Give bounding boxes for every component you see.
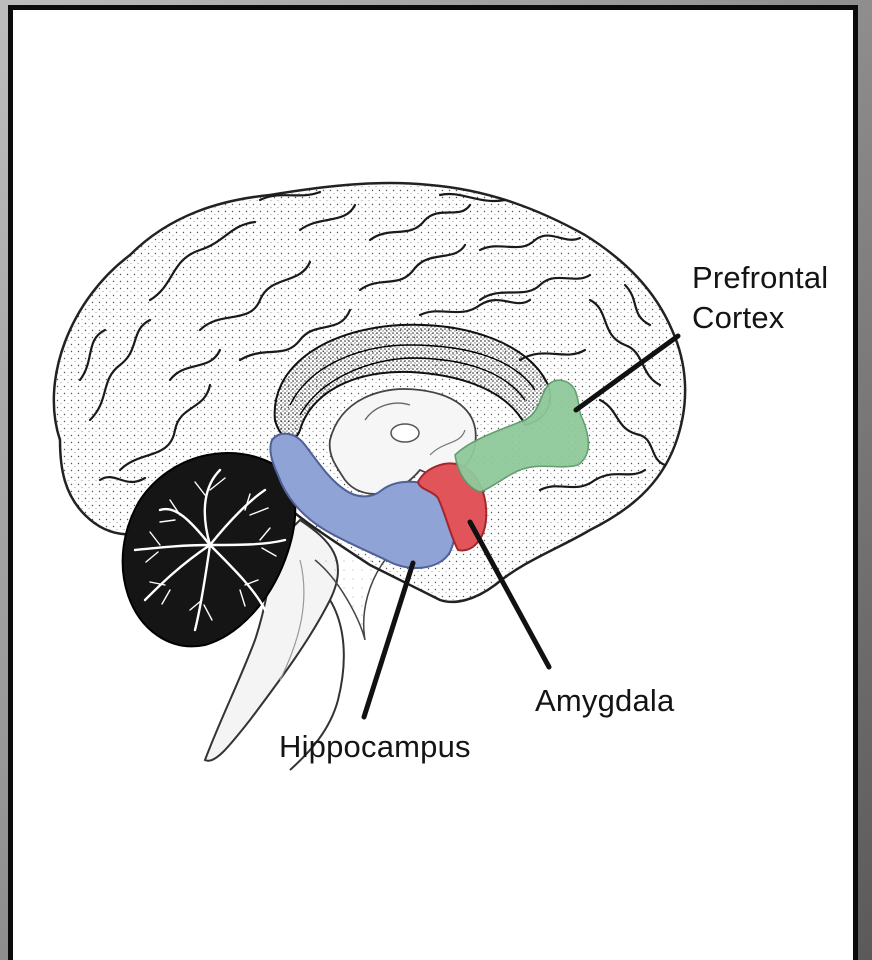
label-amygdala: Amygdala — [535, 681, 674, 721]
label-prefrontal-cortex: Prefrontal Cortex — [692, 258, 828, 338]
label-hippocampus: Hippocampus — [279, 727, 471, 767]
label-prefrontal-line-2: Cortex — [692, 298, 828, 338]
label-prefrontal-line-1: Prefrontal — [692, 258, 828, 298]
